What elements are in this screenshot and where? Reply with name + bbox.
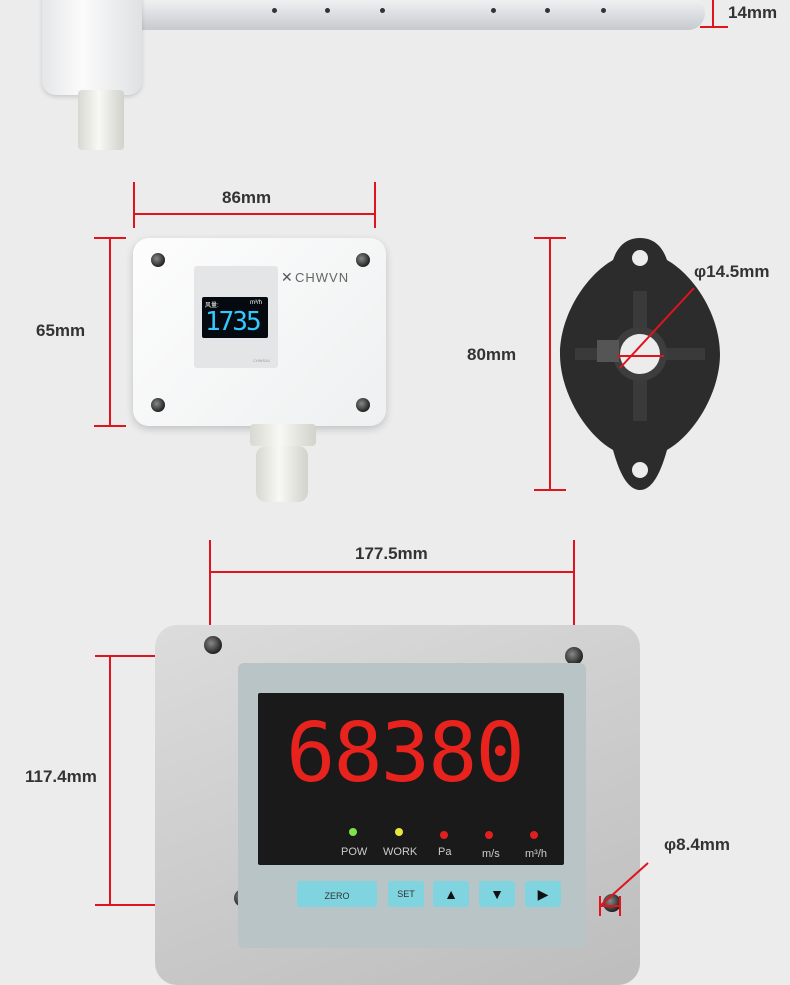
dim-line: [700, 26, 728, 28]
screw: [356, 253, 370, 267]
lcd-unit: m³/h: [250, 300, 262, 306]
led-ms: [485, 831, 493, 839]
led-label: POW: [341, 846, 368, 858]
pipe-hole: [545, 8, 550, 13]
dim-line: [94, 237, 126, 239]
dim-line: [135, 213, 374, 215]
dim-line: [209, 540, 211, 640]
dim-box-width: 86mm: [222, 188, 272, 207]
dim-line: [109, 239, 111, 425]
pipe-hole: [272, 8, 277, 13]
dim-panel-height: 117.4mm: [25, 767, 97, 786]
gland-nut: [250, 424, 316, 446]
led-work: [395, 828, 403, 836]
button-row: ZERO SET ▲ ▼ ▶: [272, 876, 572, 918]
pipe-hole: [601, 8, 606, 13]
dim-flange-hole: φ14.5mm: [694, 262, 770, 281]
lcd-screen: 风量: m³/h 1735: [202, 297, 268, 338]
flange-hole-leader: [617, 287, 695, 369]
dim-line: [549, 239, 551, 489]
led-label: m³/h: [525, 848, 547, 860]
dim-mount-hole: φ8.4mm: [664, 835, 731, 854]
led-label: Pa: [438, 846, 452, 858]
brand-name: CHWVN: [295, 270, 350, 285]
screw: [204, 636, 222, 654]
right-button[interactable]: ▶: [525, 881, 561, 907]
dim-line: [534, 489, 566, 491]
lcd-value: 1735: [205, 307, 262, 337]
dim-flange-height: 80mm: [467, 345, 517, 364]
dim-line: [133, 182, 135, 228]
led-m3h: [530, 831, 538, 839]
pipe-hole: [491, 8, 496, 13]
pipe-hole: [325, 8, 330, 13]
mounting-flange: [560, 238, 720, 490]
dim-line: [573, 540, 575, 640]
set-button[interactable]: SET: [388, 881, 424, 907]
led-label: WORK: [383, 846, 418, 858]
dim-pipe-diameter: 14mm: [728, 3, 778, 22]
display-value: 68380: [286, 706, 525, 801]
led-pow: [349, 828, 357, 836]
probe-pipe: [130, 0, 705, 30]
dim-panel-width: 177.5mm: [355, 544, 428, 563]
model-text: CHWSA1: [253, 358, 271, 363]
led-display: 68380 POW WORK Pa m/s m³/h: [258, 693, 564, 865]
zero-button[interactable]: ZERO: [297, 881, 377, 907]
dim-line: [109, 657, 111, 904]
mount-hole-leader: [599, 862, 649, 916]
down-button[interactable]: ▼: [479, 881, 515, 907]
cable-gland: [256, 446, 308, 502]
pipe-hole: [380, 8, 385, 13]
screw: [565, 647, 583, 665]
lcd-label: 风量:: [205, 303, 219, 309]
dim-line: [374, 182, 376, 228]
top-housing: [42, 0, 142, 95]
led-pa: [440, 831, 448, 839]
dim-line: [94, 425, 126, 427]
screw: [151, 398, 165, 412]
screw: [356, 398, 370, 412]
up-button[interactable]: ▲: [433, 881, 469, 907]
dim-line: [534, 237, 566, 239]
led-label: m/s: [482, 848, 500, 860]
dim-box-height: 65mm: [36, 321, 86, 340]
dim-line: [211, 571, 573, 573]
dim-line: [712, 0, 714, 26]
logo-icon: ✕: [281, 269, 293, 285]
cable-gland: [78, 90, 124, 150]
screw: [151, 253, 165, 267]
